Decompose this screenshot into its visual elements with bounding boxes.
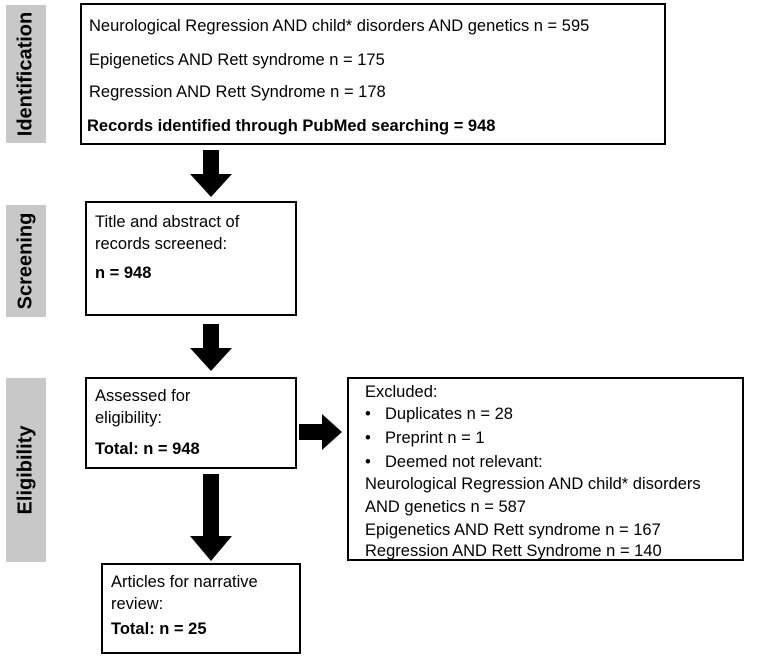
excluded-line-4: Neurological Regression AND child* disor… (365, 475, 701, 493)
arrow-right (299, 414, 342, 450)
stage-label-screening-text: Screening (14, 212, 37, 310)
review-line-1: Articles for narrative (111, 573, 258, 591)
stage-label-eligibility-text: Eligibility (14, 425, 37, 515)
eligibility-line-1: Assessed for (95, 387, 191, 405)
review-box: Articles for narrative review: Total: n … (101, 563, 301, 654)
review-total: Total: n = 25 (111, 620, 207, 638)
excluded-line-6: Epigenetics AND Rett syndrome n = 167 (365, 521, 661, 539)
eligibility-box: Assessed for eligibility: Total: n = 948 (85, 377, 297, 469)
eligibility-line-2: eligibility: (95, 409, 162, 427)
screening-total: n = 948 (95, 264, 152, 282)
identification-total: Records identified through PubMed search… (87, 117, 496, 135)
arrow-down-1 (190, 150, 232, 197)
bullet-icon: • (365, 429, 371, 447)
bullet-icon: • (365, 405, 371, 423)
stage-label-screening: Screening (6, 205, 46, 317)
bullet-icon: • (365, 453, 371, 471)
review-line-2: review: (111, 595, 164, 613)
stage-label-identification-text: Identification (14, 11, 37, 137)
identification-line-3: Regression AND Rett Syndrome n = 178 (89, 83, 386, 101)
excluded-bullet-2: Preprint n = 1 (385, 429, 485, 447)
arrow-down-3 (190, 474, 232, 561)
arrow-down-2 (190, 324, 232, 371)
stage-label-eligibility: Eligibility (6, 378, 46, 562)
eligibility-total: Total: n = 948 (95, 440, 200, 458)
excluded-heading: Excluded: (365, 383, 438, 401)
excluded-bullet-1: Duplicates n = 28 (385, 405, 513, 423)
identification-line-1: Neurological Regression AND child* disor… (89, 17, 590, 35)
identification-box: Neurological Regression AND child* disor… (80, 3, 666, 145)
excluded-line-7: Regression AND Rett Syndrome n = 140 (365, 542, 662, 560)
excluded-box: Excluded: • Duplicates n = 28 • Preprint… (347, 377, 744, 561)
stage-label-identification: Identification (6, 5, 46, 143)
screening-box: Title and abstract of records screened: … (85, 201, 297, 316)
screening-line-1: Title and abstract of (95, 213, 240, 231)
identification-line-2: Epigenetics AND Rett syndrome n = 175 (89, 51, 385, 69)
excluded-bullet-3: Deemed not relevant: (385, 453, 543, 471)
screening-line-2: records screened: (95, 235, 228, 253)
excluded-line-5: AND genetics n = 587 (365, 498, 526, 516)
